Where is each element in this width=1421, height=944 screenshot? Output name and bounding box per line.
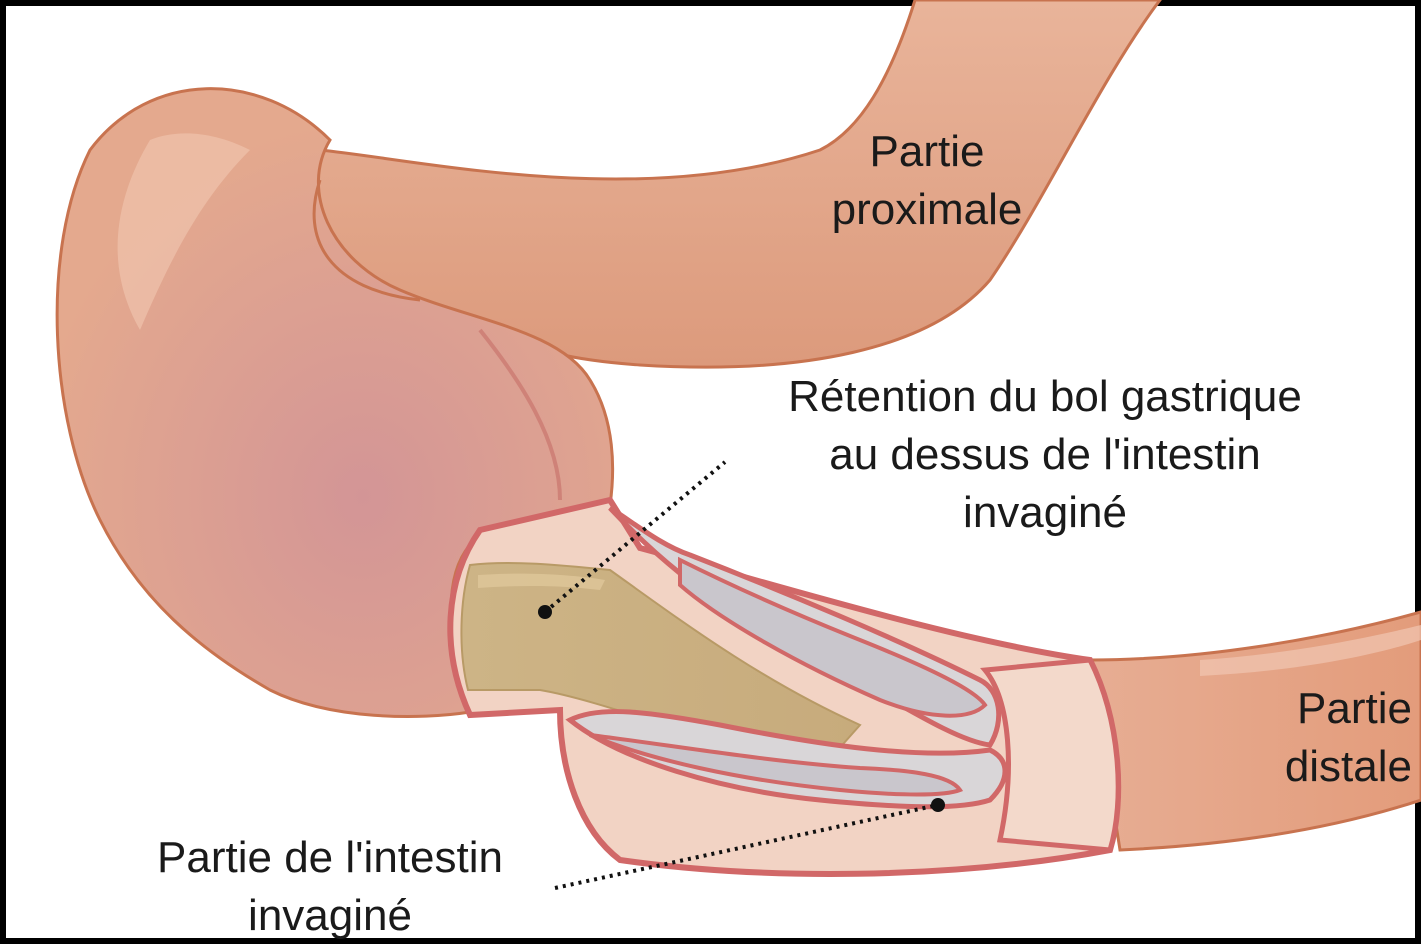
label-distal-line2: distale xyxy=(1222,738,1412,796)
leader-dot-retention xyxy=(538,605,552,619)
label-distal-line1: Partie xyxy=(1222,680,1412,738)
label-invaginated-line2: invaginé xyxy=(110,887,550,944)
label-proximal-line2: proximale xyxy=(812,181,1042,239)
label-retention-line1: Rétention du bol gastrique xyxy=(745,368,1345,426)
leader-dot-invaginated xyxy=(931,798,945,812)
label-proximal-line1: Partie xyxy=(812,123,1042,181)
label-retention-line2: au dessus de l'intestin xyxy=(745,426,1345,484)
label-invaginated-part: Partie de l'intestin invaginé xyxy=(110,829,550,944)
label-retention-line3: invaginé xyxy=(745,484,1345,542)
label-invaginated-line1: Partie de l'intestin xyxy=(110,829,550,887)
label-distal-part: Partie distale xyxy=(1222,680,1412,796)
label-retention: Rétention du bol gastrique au dessus de … xyxy=(745,368,1345,542)
label-proximal-part: Partie proximale xyxy=(812,123,1042,239)
